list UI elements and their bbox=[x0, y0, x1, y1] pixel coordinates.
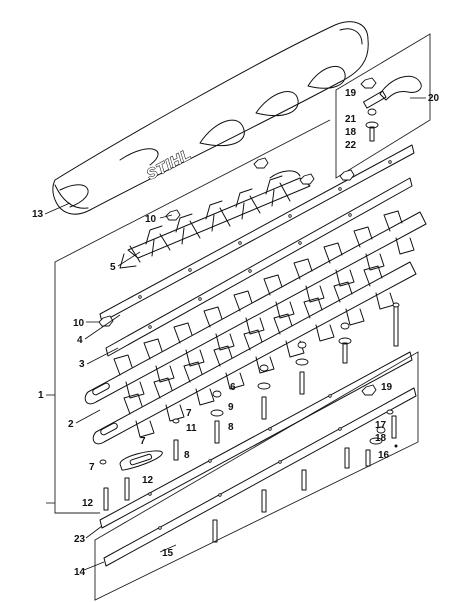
callout-6: 6 bbox=[230, 382, 236, 393]
callout-22: 22 bbox=[345, 140, 357, 151]
callout-2: 2 bbox=[68, 419, 74, 430]
callout-3: 3 bbox=[79, 359, 85, 370]
callout-13: 13 bbox=[32, 209, 44, 220]
blade-drive-spider bbox=[119, 157, 315, 269]
callout-18-lower: 18 bbox=[375, 433, 387, 444]
frame-group-20 bbox=[335, 33, 431, 179]
callout-15: 15 bbox=[162, 548, 174, 559]
cutting-blade-lower bbox=[92, 261, 417, 445]
blade-guard bbox=[52, 21, 369, 215]
cutting-blade-upper bbox=[84, 210, 427, 405]
callout-20: 20 bbox=[428, 93, 440, 104]
callout-10-left: 10 bbox=[73, 318, 85, 329]
callout-16: 16 bbox=[378, 450, 390, 461]
callout-19-lower: 19 bbox=[381, 382, 393, 393]
callout-5: 5 bbox=[110, 262, 116, 273]
callout-19-upper: 19 bbox=[345, 88, 357, 99]
callout-11: 11 bbox=[186, 423, 197, 434]
hardware bbox=[98, 169, 400, 543]
strip-3 bbox=[105, 177, 413, 357]
leader-lines bbox=[44, 97, 426, 571]
strip-15 bbox=[103, 387, 417, 567]
callout-18-upper: 18 bbox=[345, 127, 357, 138]
callout-1: 1 bbox=[38, 390, 44, 401]
callout-7-mid: 7 bbox=[140, 436, 146, 447]
callouts: 13 10 5 10 4 3 1 2 6 7 9 11 8 7 8 7 12 1… bbox=[32, 88, 440, 578]
callout-12-left: 12 bbox=[82, 498, 94, 509]
callout-7-upper: 7 bbox=[186, 408, 192, 419]
callout-17: 17 bbox=[375, 420, 387, 431]
callout-4: 4 bbox=[77, 335, 83, 346]
stihl-logo: STIHL bbox=[144, 146, 195, 184]
callout-7-lower: 7 bbox=[89, 462, 95, 473]
frame-group-1 bbox=[54, 119, 331, 514]
part-20-clip bbox=[360, 75, 422, 142]
callout-8-right: 8 bbox=[228, 422, 234, 433]
callout-14: 14 bbox=[74, 567, 86, 578]
slide-plate bbox=[119, 450, 163, 471]
callout-9: 9 bbox=[228, 402, 234, 413]
callout-8-left: 8 bbox=[184, 450, 190, 461]
callout-10-top: 10 bbox=[145, 214, 157, 225]
callout-23: 23 bbox=[74, 534, 86, 545]
callout-21: 21 bbox=[345, 114, 357, 125]
callout-12-right: 12 bbox=[142, 475, 154, 486]
strip-23 bbox=[99, 351, 413, 529]
